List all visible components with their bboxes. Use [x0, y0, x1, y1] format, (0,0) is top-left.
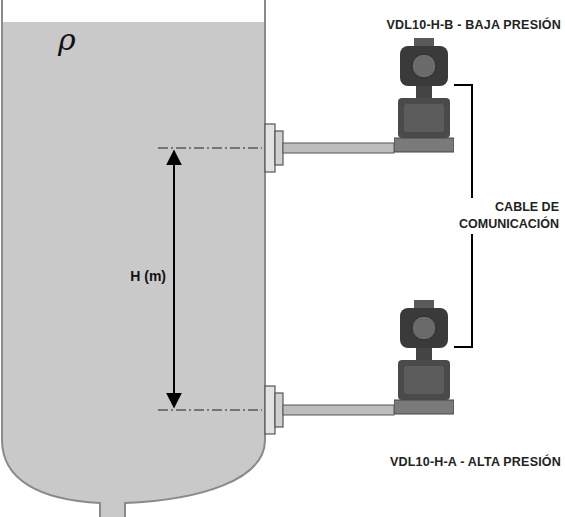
flange: [275, 393, 283, 427]
dimension-label: H (m): [130, 268, 166, 284]
liquid: [2, 22, 265, 517]
flange: [275, 131, 283, 165]
flange: [265, 386, 275, 434]
capillary-stem: [283, 143, 394, 153]
transmitter-symbol: [394, 38, 454, 153]
transmitter-label: VDL10-H-A - ALTA PRESIÓN: [390, 455, 561, 469]
density-symbol: ρ: [58, 22, 76, 57]
transmitter-label: VDL10-H-B - BAJA PRESIÓN: [387, 18, 562, 32]
pressure-transmitter: VDL10-H-B - BAJA PRESIÓN: [394, 38, 454, 153]
tank-wall: [2, 0, 265, 517]
capillary-stem: [283, 405, 394, 415]
transmitter-symbol: [394, 300, 454, 415]
dimension-line: [158, 147, 262, 148]
dimension-line: [158, 409, 262, 410]
cable-label: CABLE DE COMUNICACIÓN: [447, 198, 561, 234]
flange: [265, 124, 275, 172]
pressure-transmitter: VDL10-H-A - ALTA PRESIÓN: [394, 300, 454, 415]
dimension-arrow: [173, 151, 175, 407]
